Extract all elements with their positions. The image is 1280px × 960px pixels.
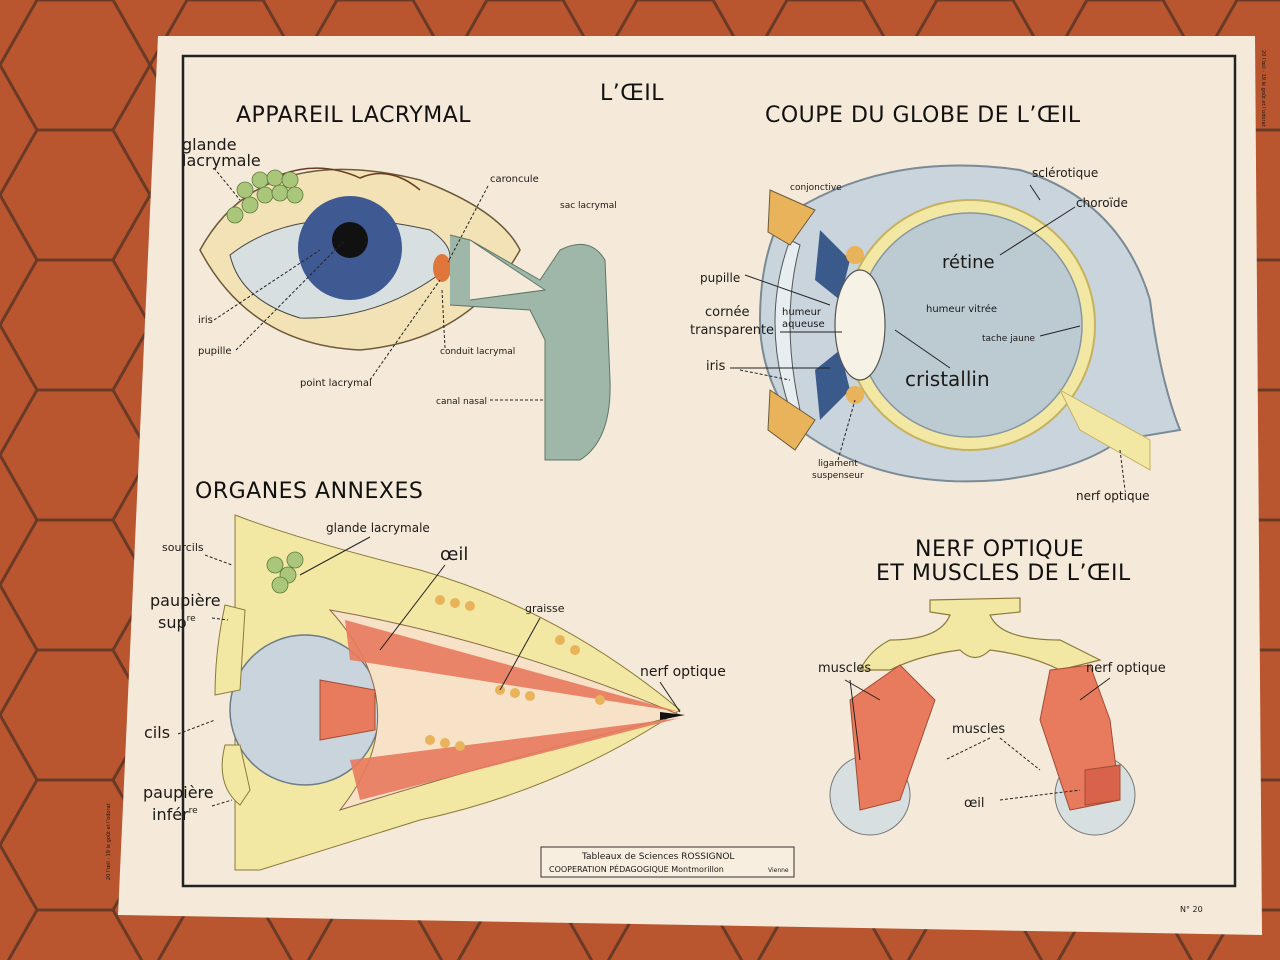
label-tache-jaune: tache jaune bbox=[982, 334, 1036, 344]
margin-right: 20 l’œil · 19 le goût et l’odorat bbox=[1260, 50, 1267, 127]
label-sac-lacrymal: sac lacrymal bbox=[560, 201, 617, 211]
pupil-icon bbox=[332, 222, 368, 258]
label-humeur-vitree: humeur vitrée bbox=[926, 303, 997, 315]
label-muscles-center: muscles bbox=[952, 722, 1005, 737]
label-glande-1: glande bbox=[182, 135, 237, 154]
label-paupiere-inf-2: inférre bbox=[152, 805, 198, 824]
globe-diagram bbox=[758, 164, 1182, 483]
credit-line-2: COOPERATION PÉDAGOGIQUE Montmorillon bbox=[549, 863, 724, 874]
lacrymal-gland-icon bbox=[226, 169, 304, 224]
label-paupiere-sup-2: supre bbox=[158, 613, 196, 632]
label-humeur-aq-2: aqueuse bbox=[782, 319, 825, 330]
label-iris-globe: iris bbox=[706, 359, 726, 374]
label-cornee-2: transparente bbox=[690, 323, 774, 338]
label-choroide: choroïde bbox=[1076, 196, 1128, 210]
globe-leader-lines bbox=[730, 184, 1081, 369]
fat-globules-icon bbox=[425, 595, 605, 751]
lacrymal-title: APPAREIL LACRYMAL bbox=[236, 103, 471, 128]
cristallin-icon bbox=[834, 269, 886, 381]
label-oeil-muscles: œil bbox=[964, 796, 985, 811]
muscles-title-line2: ET MUSCLES DE L’ŒIL bbox=[876, 561, 1131, 586]
label-humeur-aq-1: humeur bbox=[782, 307, 822, 318]
globe-dashed-leaders bbox=[739, 369, 1126, 491]
label-ligament-1: ligament bbox=[818, 459, 858, 469]
label-oeil-annexes: œil bbox=[440, 544, 468, 565]
label-ligament-2: suspenseur bbox=[812, 471, 864, 481]
label-paupiere-inf-1: paupière bbox=[143, 783, 214, 802]
poster-border bbox=[181, 54, 1237, 888]
left-muscles-icon bbox=[849, 664, 936, 811]
label-nerf-muscles: nerf optique bbox=[1086, 661, 1166, 676]
label-nerf-globe: nerf optique bbox=[1076, 489, 1150, 503]
annexes-title: ORGANES ANNEXES bbox=[195, 479, 423, 504]
muscles-leader-lines bbox=[844, 677, 1111, 761]
label-muscles-left: muscles bbox=[818, 661, 871, 676]
label-iris: iris bbox=[198, 315, 213, 326]
label-canal: canal nasal bbox=[436, 397, 487, 407]
label-graisse: graisse bbox=[525, 602, 565, 615]
label-cornee-1: cornée bbox=[705, 305, 749, 320]
margin-left: 20 l’œil · 19 le goût et l’odorat bbox=[105, 803, 112, 880]
label-conduit: conduit lacrymal bbox=[440, 347, 515, 357]
muscles-diagram bbox=[829, 597, 1136, 836]
globe-title: COUPE DU GLOBE DE L’ŒIL bbox=[765, 103, 1081, 128]
label-glande-annexes: glande lacrymale bbox=[326, 521, 430, 535]
label-nerf-annexes: nerf optique bbox=[640, 664, 726, 680]
annexes-leader-lines bbox=[299, 536, 681, 713]
label-glande-2: lacrymale bbox=[182, 151, 261, 170]
lacrymal-diagram bbox=[199, 167, 611, 461]
muscles-dashed-leaders bbox=[944, 737, 1081, 801]
credit-line-2-small: Vienne bbox=[768, 867, 789, 874]
label-conjonctive: conjonctive bbox=[790, 183, 842, 193]
label-cils: cils bbox=[144, 723, 170, 742]
label-pupille: pupille bbox=[198, 346, 232, 357]
label-pupille-globe: pupille bbox=[700, 271, 740, 285]
poster-number: N° 20 bbox=[1180, 905, 1203, 914]
label-cristallin: cristallin bbox=[905, 367, 990, 391]
optic-chiasm-icon bbox=[859, 597, 1102, 671]
annexes-diagram bbox=[214, 514, 685, 871]
label-sourcils: sourcils bbox=[162, 541, 204, 554]
caroncule-icon bbox=[433, 254, 451, 282]
label-retine: rétine bbox=[942, 252, 995, 273]
label-caroncule: caroncule bbox=[490, 174, 539, 185]
main-title: L’ŒIL bbox=[600, 81, 664, 106]
lacrymal-leader-lines bbox=[213, 167, 545, 401]
muscles-title-line1: NERF OPTIQUE bbox=[915, 537, 1084, 562]
credit-box bbox=[540, 846, 795, 878]
label-paupiere-sup-1: paupière bbox=[150, 591, 221, 610]
credit-line-1: Tableaux de Sciences ROSSIGNOL bbox=[581, 852, 734, 862]
label-sclerotique: sclérotique bbox=[1032, 166, 1098, 180]
label-point: point lacrymal bbox=[300, 378, 372, 389]
